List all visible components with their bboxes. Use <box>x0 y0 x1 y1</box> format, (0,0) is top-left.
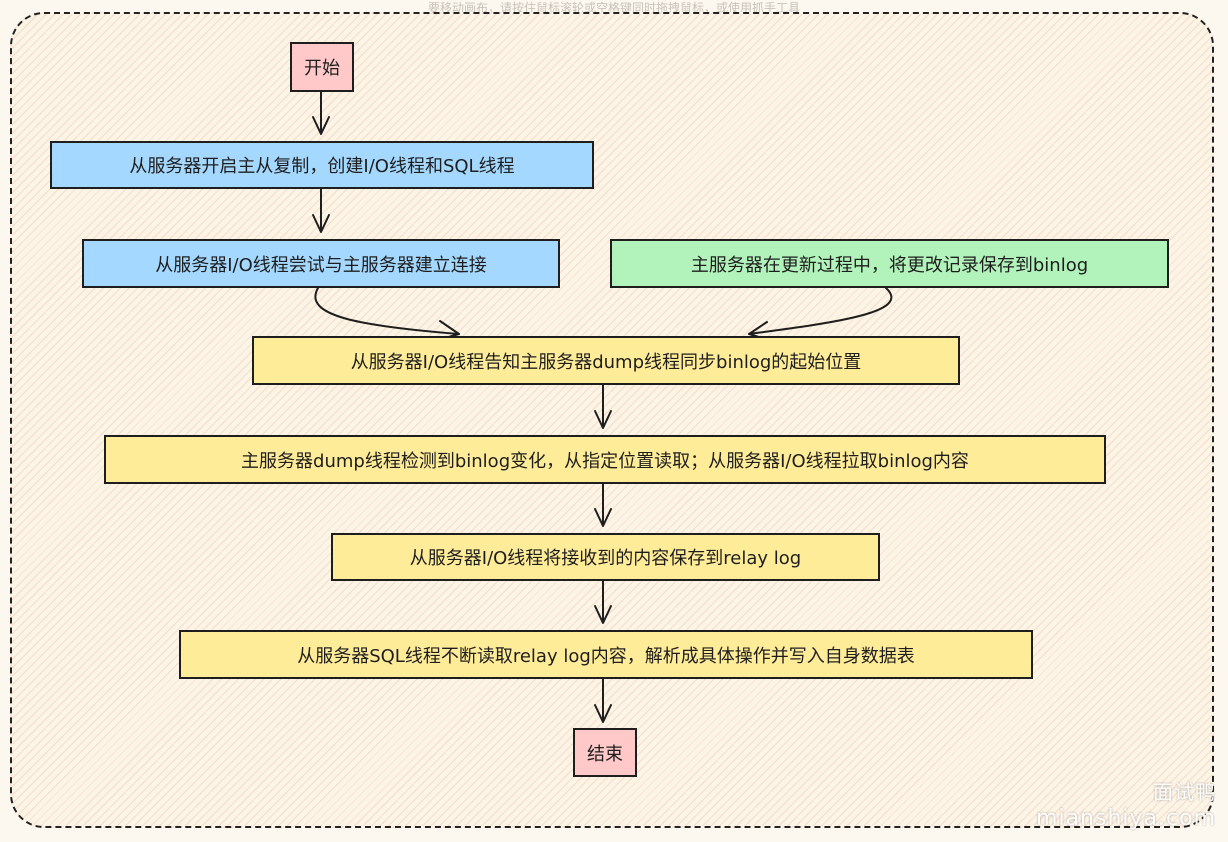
node-save-relay: 从服务器I/O线程将接收到的内容保存到relay log <box>331 533 880 581</box>
watermark-brand: 面试鸭 <box>1153 780 1216 804</box>
node-start: 开始 <box>290 42 354 92</box>
arrow-apply-to-end <box>594 678 612 723</box>
node-sql-apply: 从服务器SQL线程不断读取relay log内容，解析成具体操作并写入自身数据表 <box>179 630 1033 679</box>
node-end: 结束 <box>573 728 637 777</box>
arrow-notify-to-detect <box>594 384 612 429</box>
arrow-relay-to-apply <box>594 580 612 624</box>
arrow-detect-to-relay <box>594 483 612 527</box>
watermark-site: mianshiya.com <box>1036 806 1216 831</box>
node-notify-dump: 从服务器I/O线程告知主服务器dump线程同步binlog的起始位置 <box>252 336 960 385</box>
node-enable-replication: 从服务器开启主从复制，创建I/O线程和SQL线程 <box>50 141 594 189</box>
canvas-hint: 要移动画布，请按住鼠标滚轮或空格键同时拖拽鼠标，或使用抓手工具 <box>427 1 800 15</box>
node-dump-detect: 主服务器dump线程检测到binlog变化，从指定位置读取；从服务器I/O线程拉… <box>104 435 1106 484</box>
diagram-frame <box>10 12 1214 828</box>
node-master-binlog: 主服务器在更新过程中，将更改记录保存到binlog <box>610 239 1169 288</box>
arrow-enable-to-connect <box>312 188 330 233</box>
arrow-connect-to-notify <box>314 287 460 341</box>
arrow-binlog-to-notify <box>748 287 893 341</box>
arrow-start-to-enable <box>312 91 330 135</box>
node-io-connect: 从服务器I/O线程尝试与主服务器建立连接 <box>82 239 560 288</box>
